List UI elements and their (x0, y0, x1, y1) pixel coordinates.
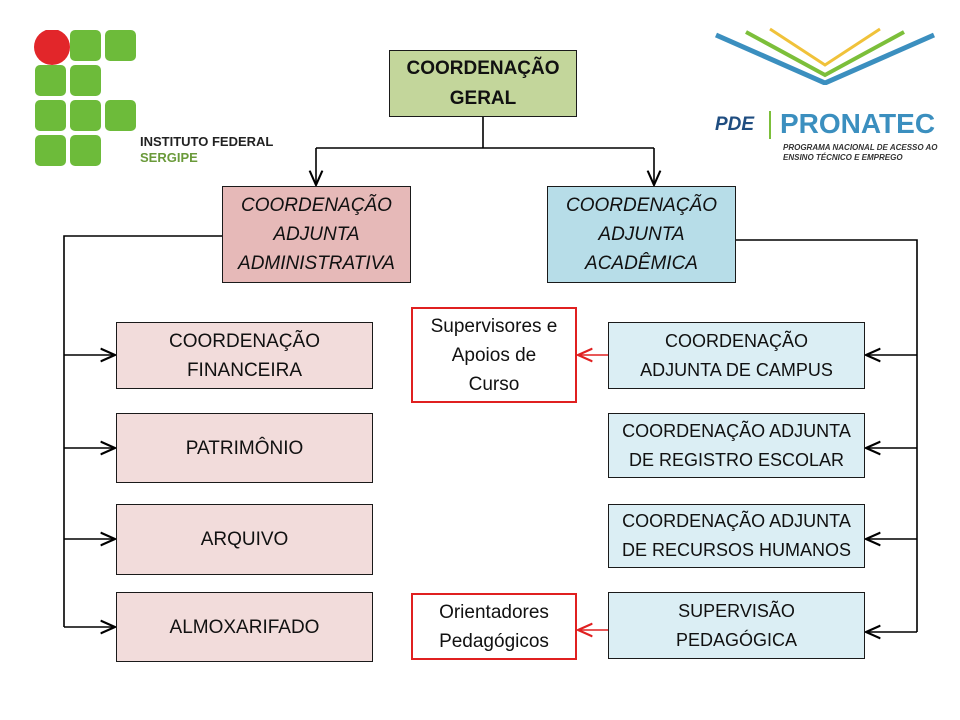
node-orientadores: Orientadores Pedagógicos (411, 593, 577, 660)
node-recursos-humanos: COORDENAÇÃO ADJUNTA DE RECURSOS HUMANOS (608, 504, 865, 568)
pronatec-subtitle-1: PROGRAMA NACIONAL DE ACESSO AO (783, 143, 938, 152)
book-icon (714, 27, 936, 85)
instituto-federal-logo: INSTITUTO FEDERAL SERGIPE (33, 30, 293, 170)
pde-label: PDE (715, 114, 755, 135)
if-logo-line2: SERGIPE (140, 150, 198, 165)
node-arquivo: ARQUIVO (116, 504, 373, 575)
node-coordenacao-administrativa: COORDENAÇÃO ADJUNTA ADMINISTRATIVA (222, 186, 411, 283)
logo-divider (769, 111, 771, 139)
node-supervisores: Supervisores e Apoios de Curso (411, 307, 577, 403)
node-coordenacao-geral: COORDENAÇÃO GERAL (389, 50, 577, 117)
node-almoxarifado: ALMOXARIFADO (116, 592, 373, 662)
connector-acad (736, 239, 918, 632)
pronatec-title: PRONATEC (780, 108, 936, 139)
if-logo-icon (34, 30, 136, 166)
if-logo-line1: INSTITUTO FEDERAL (140, 134, 274, 149)
node-adjunta-campus: COORDENAÇÃO ADJUNTA DE CAMPUS (608, 322, 865, 389)
node-patrimonio: PATRIMÔNIO (116, 413, 373, 483)
connector-geral (316, 117, 654, 149)
pronatec-logo: PDE PRONATEC PROGRAMA NACIONAL DE ACESSO… (710, 25, 950, 175)
connector-adm (63, 235, 222, 627)
node-registro-escolar: COORDENAÇÃO ADJUNTA DE REGISTRO ESCOLAR (608, 413, 865, 478)
node-financeira: COORDENAÇÃO FINANCEIRA (116, 322, 373, 389)
pronatec-subtitle-2: ENSINO TÉCNICO E EMPREGO (783, 153, 903, 162)
node-supervisao-pedagogica: SUPERVISÃO PEDAGÓGICA (608, 592, 865, 659)
node-coordenacao-academica: COORDENAÇÃO ADJUNTA ACADÊMICA (547, 186, 736, 283)
